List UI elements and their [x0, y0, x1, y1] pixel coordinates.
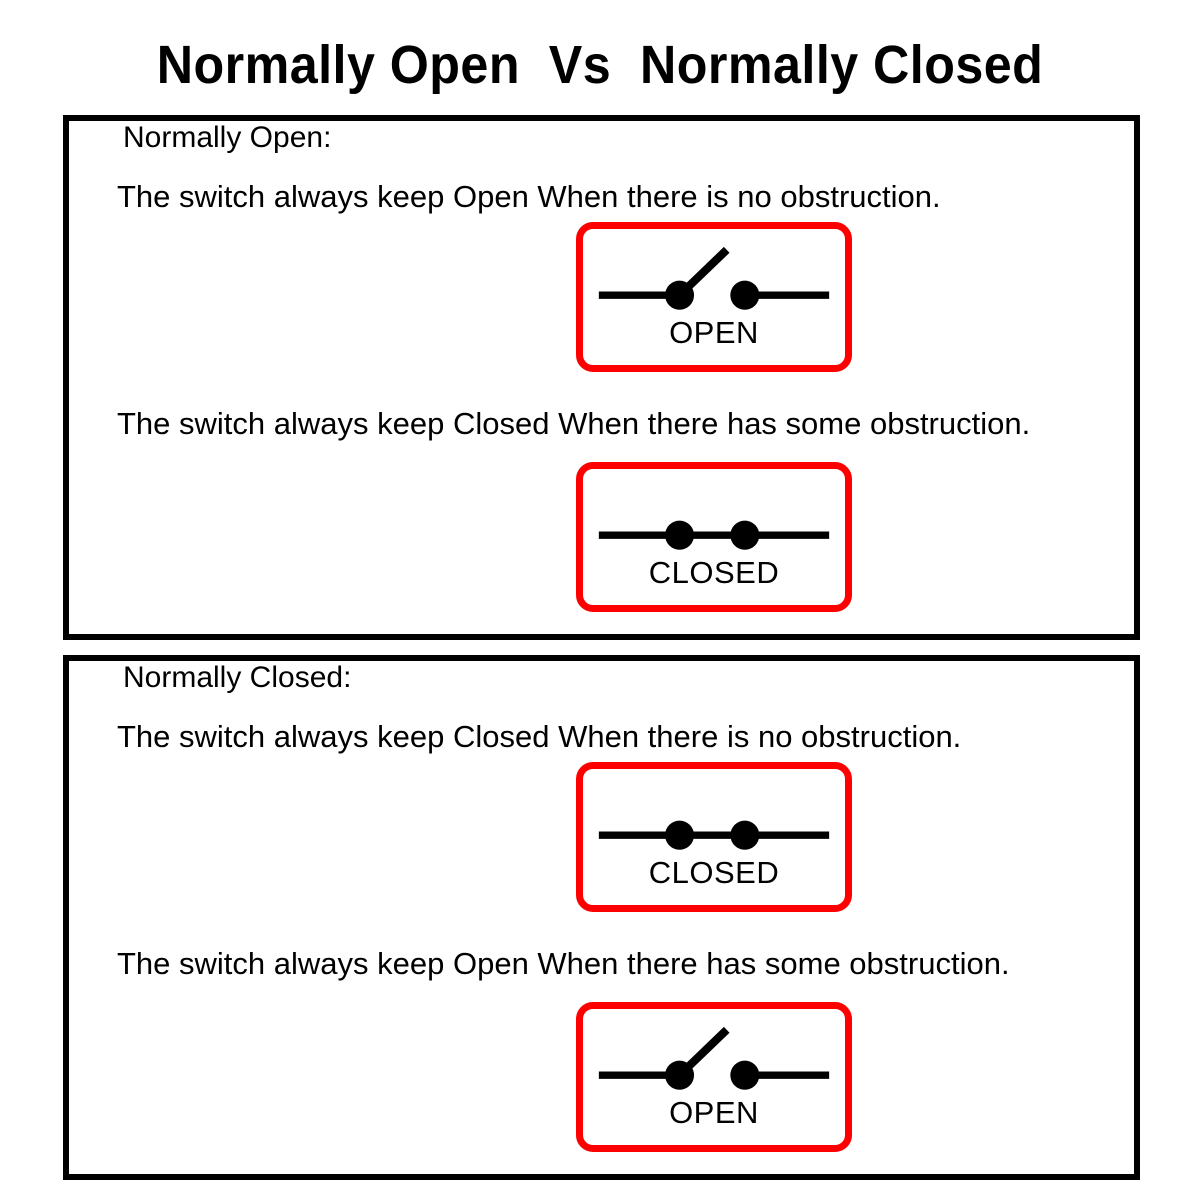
switch-state-label: CLOSED — [648, 555, 780, 590]
switch-symbol-open: OPEN — [576, 222, 852, 372]
description-no-obstruction: The switch always keep Closed When there… — [117, 719, 962, 754]
page-title: Normally Open Vs Normally Closed — [156, 35, 1044, 95]
switch-symbol-closed: CLOSED — [576, 462, 852, 612]
panel-normally-open: Normally Open: The switch always keep Op… — [63, 115, 1140, 640]
switch-state-label: OPEN — [669, 1095, 759, 1130]
panel-heading-normally-closed: Normally Closed: — [123, 661, 352, 694]
description-some-obstruction: The switch always keep Open When there h… — [117, 946, 1010, 981]
switch-open-icon — [598, 246, 830, 310]
description-no-obstruction: The switch always keep Open When there i… — [117, 179, 941, 214]
switch-open-icon — [598, 1026, 830, 1090]
switch-state-label: CLOSED — [648, 855, 780, 890]
panel-normally-closed: Normally Closed: The switch always keep … — [63, 655, 1140, 1180]
switch-state-label: OPEN — [669, 315, 759, 350]
description-some-obstruction: The switch always keep Closed When there… — [117, 406, 1031, 441]
panel-heading-normally-open: Normally Open: — [123, 121, 332, 154]
switch-closed-icon — [598, 820, 830, 850]
switch-symbol-closed: CLOSED — [576, 762, 852, 912]
switch-closed-icon — [598, 520, 830, 550]
switch-symbol-open: OPEN — [576, 1002, 852, 1152]
